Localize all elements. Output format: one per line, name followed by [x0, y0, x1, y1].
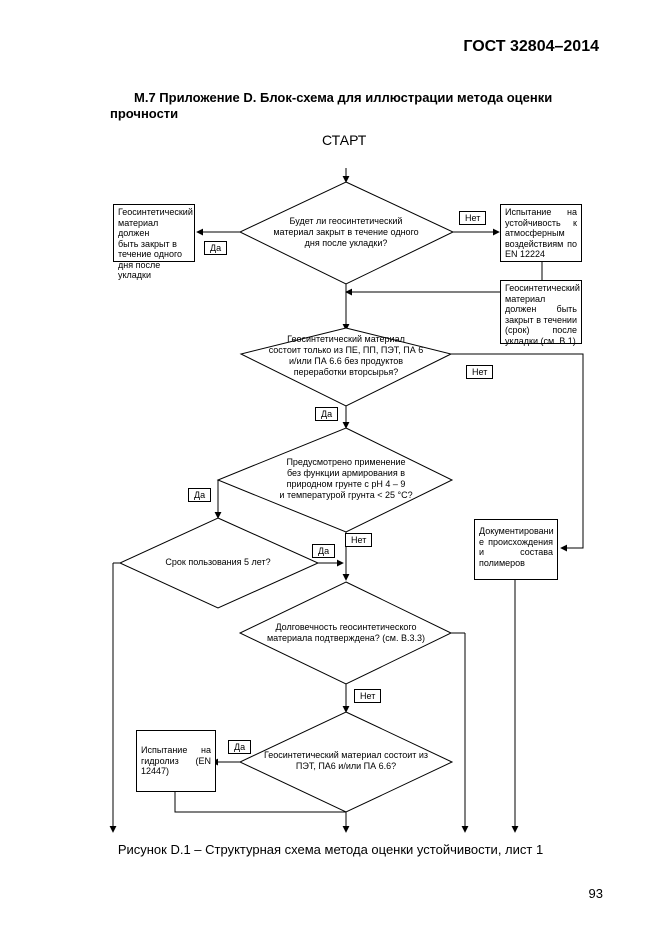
decision-d4-text: Срок пользования 5 лет? — [165, 557, 271, 567]
label-yes-d4: Да — [312, 544, 336, 558]
label-no-d2: Нет — [466, 365, 494, 379]
box-documentation: Документировани е происхождения и состав… — [474, 519, 558, 580]
page-number: 93 — [588, 886, 603, 901]
standard-number: ГОСТ 32804–2014 — [463, 38, 599, 55]
box-hydrolysis-test: Испытание на гидролиз (EN 12447) — [136, 730, 216, 792]
decision-d4 — [118, 517, 320, 609]
label-no-d3: Нет — [345, 533, 373, 547]
box-closed-in-one-day: Геосинтетический материал должен быть за… — [113, 204, 195, 280]
label-yes-d3: Да — [188, 488, 212, 502]
start-label: СТАРТ — [322, 132, 367, 148]
section-title-cont: прочности — [110, 106, 179, 121]
label-no-d5: Нет — [354, 689, 382, 703]
label-yes-d2: Да — [315, 407, 339, 421]
figure-caption: Рисунок D.1 – Структурная схема метода о… — [117, 842, 544, 857]
box-closed-period: Геосинтетический материал должен быть за… — [500, 280, 582, 346]
box-weather-test: Испытание на устойчивость к атмосферным … — [500, 204, 582, 262]
label-yes-d1: Да — [204, 241, 228, 255]
label-yes-d6: Да — [228, 740, 252, 754]
section-title: М.7 Приложение D. Блок-схема для иллюстр… — [134, 90, 553, 105]
label-no-d1: Нет — [459, 211, 487, 225]
